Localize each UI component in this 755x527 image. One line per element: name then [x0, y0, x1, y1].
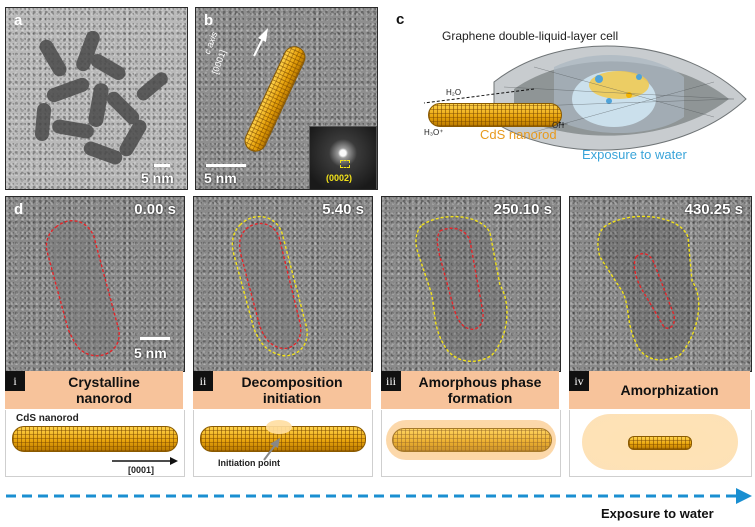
schematic-2: Initiation point — [193, 410, 373, 477]
tem-panel-a: a 5 nm — [5, 7, 188, 190]
fft-inset: (0002) — [309, 126, 377, 189]
frame-time: 5.40 s — [322, 201, 364, 218]
oh-label: OH⁻ — [552, 121, 569, 130]
c-axis-arrow — [253, 28, 268, 57]
schematic-4 — [569, 410, 752, 477]
tem-frame-1: d 0.00 s 5 nm — [5, 196, 185, 372]
frame-time: 250.10 s — [493, 201, 552, 218]
stage-banner-3: iii Amorphous phase formation — [381, 371, 559, 409]
panel-label-a: a — [14, 12, 23, 29]
h2o-label: H₂O — [446, 88, 462, 97]
stage-banner-1: i Crystalline nanorod — [5, 371, 183, 409]
cds-nanorod-label: CdS nanorod — [480, 127, 557, 142]
decomposition-outline — [231, 215, 308, 357]
exposure-label-c: Exposure to water — [582, 147, 687, 162]
cds-nanorod-schematic — [392, 428, 552, 452]
nanorod-cluster — [34, 30, 168, 165]
exposure-arrow-label: Exposure to water — [601, 506, 714, 521]
cds-nanorod-c — [428, 103, 562, 127]
cds-nanorod-remnant — [628, 436, 692, 450]
crystal-outline — [45, 219, 120, 357]
exposure-arrow — [6, 488, 752, 504]
fft-spot-marker — [340, 160, 350, 168]
scale-bar — [154, 164, 170, 167]
schematic-rod-label: CdS nanorod — [16, 413, 79, 424]
stage-title: Crystalline nanorod — [68, 374, 140, 406]
panel-label-c: c — [396, 11, 405, 28]
schematic-3 — [381, 410, 561, 477]
direction-label: [0001] — [128, 465, 155, 475]
stage-title: Decomposition initiation — [241, 374, 343, 406]
scale-label-b: 5 nm — [204, 170, 237, 186]
tem-frame-2: 5.40 s — [193, 196, 373, 372]
tem-frame-3: 250.10 s — [381, 196, 561, 372]
stage-number: ii — [193, 371, 213, 391]
initiation-label: Initiation point — [218, 458, 280, 468]
h3o-label: H₃O⁺ — [424, 128, 444, 137]
stage-title: Amorphous phase formation — [418, 374, 542, 406]
schematic-1: CdS nanorod [0001] — [5, 410, 185, 477]
panel-label-d: d — [14, 201, 24, 218]
scale-bar-d — [140, 337, 170, 340]
frame-time: 0.00 s — [134, 201, 176, 218]
direction-arrow — [112, 457, 178, 465]
schematic-panel-c: c Graphene double-liquid-layer cell H₂O … — [384, 7, 750, 188]
stage-number: i — [5, 371, 25, 391]
scale-label: 5 nm — [141, 170, 174, 186]
frame-time: 430.25 s — [684, 201, 743, 218]
tem-panel-b: b c axis [0001] (0002) 5 nm — [195, 7, 378, 190]
amorphous-outline — [415, 215, 508, 363]
scale-label-d: 5 nm — [134, 345, 167, 361]
amorphization-outline — [597, 215, 700, 361]
stage-number: iv — [569, 371, 589, 391]
panel-label-b: b — [204, 12, 214, 29]
tem-frame-4: 430.25 s — [569, 196, 752, 372]
decomposition-blob — [266, 420, 292, 434]
stage-banner-2: ii Decomposition initiation — [193, 371, 371, 409]
fft-label: (0002) — [326, 173, 353, 183]
cds-nanorod-schematic — [12, 426, 178, 452]
initiation-arrow — [263, 438, 280, 461]
graphene-cell-illustration — [423, 45, 747, 151]
cell-title: Graphene double-liquid-layer cell — [442, 29, 619, 43]
stage-banner-4: iv Amorphization — [569, 371, 750, 409]
stage-number: iii — [381, 371, 401, 391]
scale-bar-b — [206, 164, 246, 167]
stage-title: Amorphization — [620, 382, 719, 398]
